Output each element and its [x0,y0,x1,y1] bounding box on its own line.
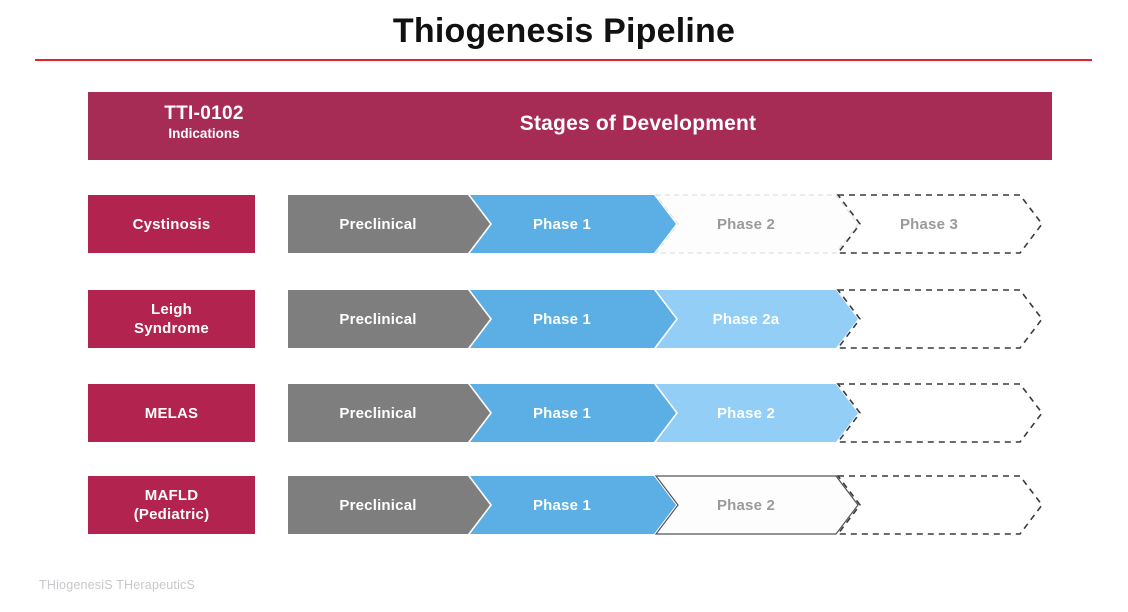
stage-segment-empty-stage[interactable] [836,383,1044,443]
stage-arrow-shape [836,194,1044,254]
stage-arrow-shape [470,384,676,442]
indication-box[interactable]: Cystinosis [88,195,255,253]
stage-segment-empty-stage[interactable] [836,289,1044,349]
indication-box[interactable]: MAFLD(Pediatric) [88,476,255,534]
stage-arrow-shape [654,475,859,535]
stage-segment-phase-2[interactable]: Phase 2 [654,194,859,254]
stage-arrow-shape [836,289,1044,349]
stage-arrow-shape [656,290,858,348]
footer-brand: THiogenesiS THerapeuticS [39,578,196,592]
stage-segment-phase-1[interactable]: Phase 1 [470,195,676,253]
stage-arrow-shape [470,290,676,348]
stage-segment-phase-2[interactable]: Phase 2 [656,384,858,442]
stage-arrow-shape [654,194,859,254]
stage-segment-preclinical[interactable]: Preclinical [288,384,490,442]
stage-segment-phase-1[interactable]: Phase 1 [470,290,676,348]
title-divider-rule [35,59,1092,61]
page-title: Thiogenesis Pipeline [392,12,736,50]
stage-arrow-shape [288,290,490,348]
stage-arrow-shape [836,383,1044,443]
stage-segment-empty-stage[interactable] [836,475,1044,535]
indication-label: MAFLD(Pediatric) [133,487,210,523]
stage-arrow-shape [288,195,490,253]
stage-arrow-shape [836,475,1044,535]
stage-segment-phase-2[interactable]: Phase 2 [654,475,859,535]
header-drug-code: TTI-0102 [164,103,244,124]
stage-arrow-shape [470,195,676,253]
header-stages-title: Stages of Development [519,112,757,135]
pipeline-header-band: TTI-0102 Indications Stages of Developme… [88,92,1052,160]
stage-segment-phase-3[interactable]: Phase 3 [836,194,1044,254]
stage-arrow-shape [656,384,858,442]
stage-arrow-shape [288,476,490,534]
stage-segment-preclinical[interactable]: Preclinical [288,195,490,253]
stage-segment-phase-1[interactable]: Phase 1 [470,384,676,442]
indication-box[interactable]: MELAS [88,384,255,442]
header-drug-block: TTI-0102 Indications [114,102,294,142]
stage-segment-preclinical[interactable]: Preclinical [288,290,490,348]
stage-segment-phase-2a[interactable]: Phase 2a [656,290,858,348]
stage-segment-phase-1[interactable]: Phase 1 [470,476,676,534]
stage-segment-preclinical[interactable]: Preclinical [288,476,490,534]
stage-arrow-shape [288,384,490,442]
indication-label: MELAS [144,404,199,422]
indication-label: Cystinosis [132,215,211,233]
stage-arrow-shape [470,476,676,534]
header-indications-label: Indications [168,126,240,141]
